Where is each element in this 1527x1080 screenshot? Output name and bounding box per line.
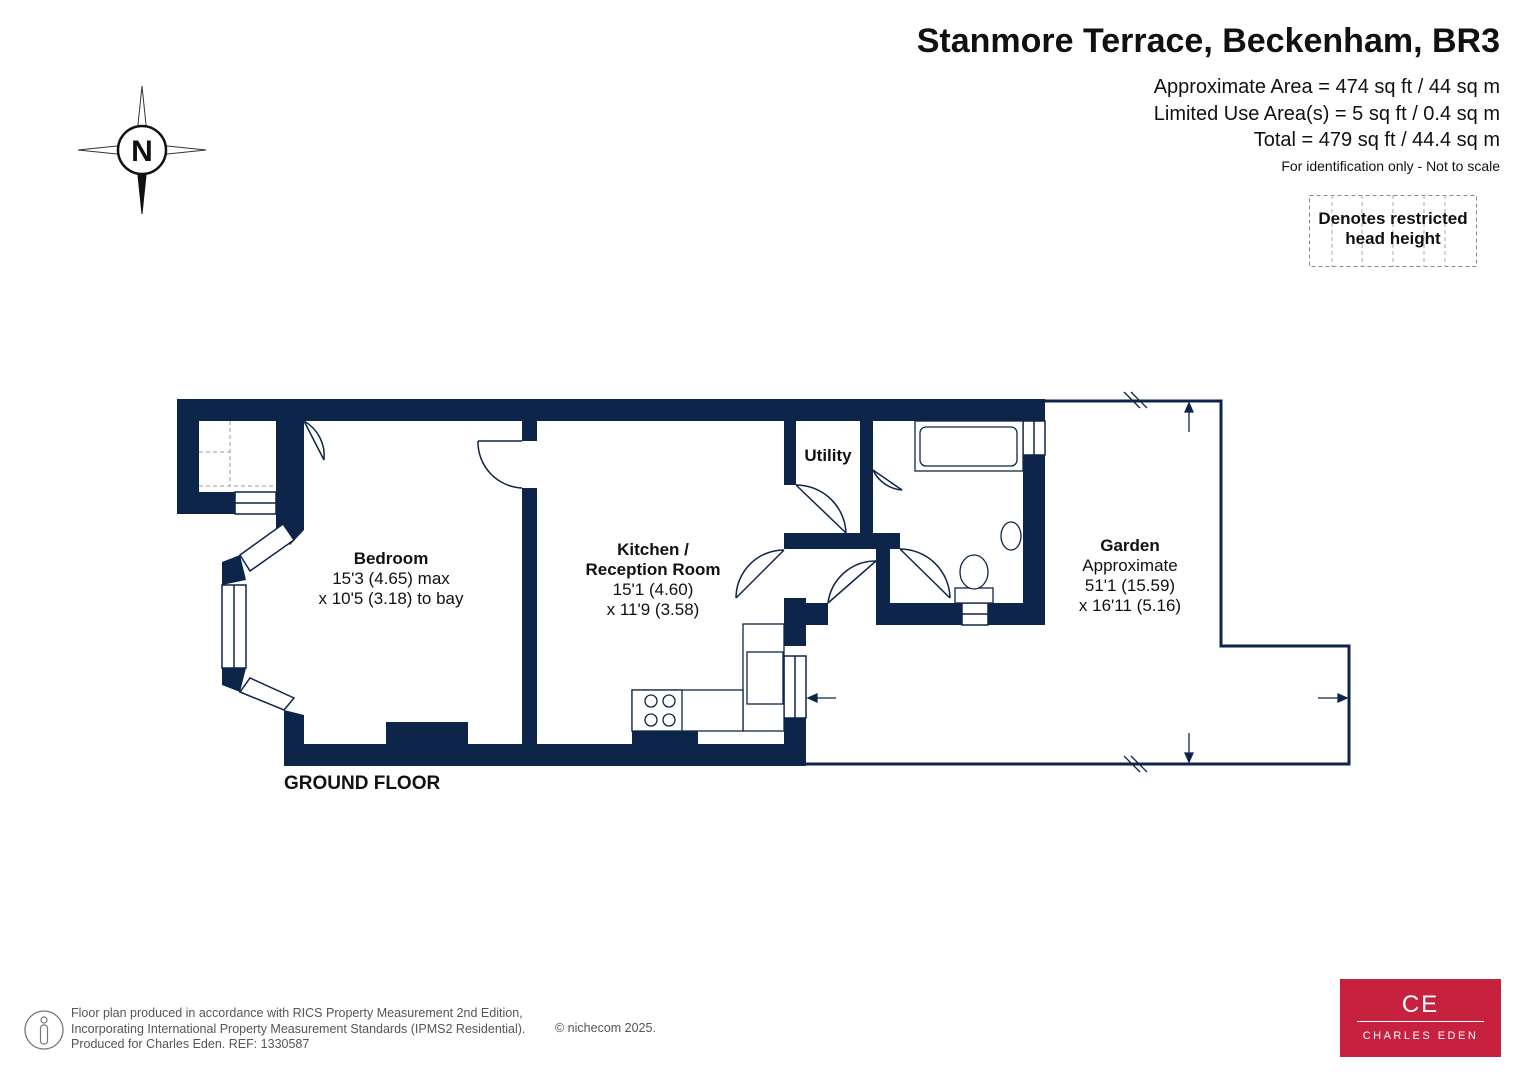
limited-use-area: Limited Use Area(s) = 5 sq ft / 0.4 sq m (1153, 102, 1500, 125)
fixtures (631, 420, 1024, 732)
restricted-height-swatch (1309, 195, 1477, 267)
utility-label: Utility (804, 446, 852, 465)
toilet-bowl (959, 554, 989, 590)
garden-dimension-arrows (806, 391, 1349, 773)
person-icon (24, 1010, 64, 1050)
charles-eden-logo: CE CHARLES EDEN (1340, 979, 1501, 1057)
footer-note: Floor plan produced in accordance with R… (71, 1006, 526, 1051)
legend-label: Denotes restricted head height (1318, 209, 1468, 248)
hob (631, 689, 683, 732)
approximate-area: Approximate Area = 474 sq ft / 44 sq m (1153, 76, 1500, 98)
copyright: © nichecom 2025. (555, 1021, 656, 1035)
compass-n-label: N (131, 135, 153, 168)
sink (746, 651, 784, 705)
kitchen-label: Kitchen / Reception Room 15'1 (4.60) x 1… (585, 540, 721, 619)
windows (221, 420, 1046, 719)
logo-monogram: CE (1401, 991, 1440, 1018)
basin (1000, 521, 1022, 551)
restricted-height-legend: Denotes restricted head height (1309, 195, 1477, 267)
area-summary: Approximate Area = 474 sq ft / 44 sq m L… (1154, 74, 1500, 154)
logo-rule (1357, 1021, 1484, 1022)
floor-label: GROUND FLOOR (284, 773, 441, 794)
garden-label: Garden Approximate 51'1 (15.59) x 16'11 … (1078, 536, 1182, 615)
page-title: Stanmore Terrace, Beckenham, BR3 (916, 22, 1500, 60)
cupboard-restricted-area (199, 421, 276, 487)
toilet-cistern (954, 587, 994, 604)
bedroom-label: Bedroom 15'3 (4.65) max x 10'5 (3.18) to… (318, 549, 464, 608)
total-area: Total = 479 sq ft / 44.4 sq m (1253, 129, 1500, 151)
doors (303, 420, 951, 604)
walls (177, 399, 1045, 766)
scale-note: For identification only - Not to scale (1281, 158, 1500, 174)
garden-outline (806, 399, 1351, 766)
north-compass-icon: N (77, 85, 207, 215)
logo-name: CHARLES EDEN (1362, 1030, 1479, 1042)
